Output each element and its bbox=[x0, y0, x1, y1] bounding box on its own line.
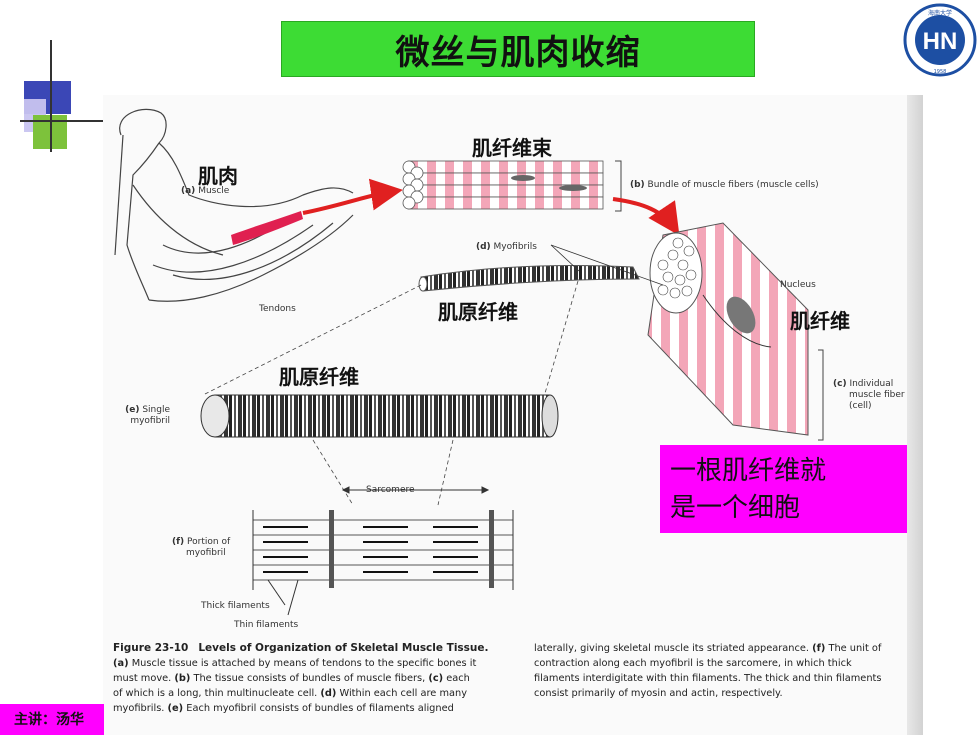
muscle-illustration bbox=[114, 108, 824, 616]
caption-right-line-1: laterally, giving skeletal muscle its st… bbox=[534, 643, 882, 654]
filament-portion-drawing bbox=[252, 510, 514, 616]
label-thick-filaments: Thick filaments bbox=[201, 601, 270, 611]
caption-heading: Figure 23-10 Levels of Organization of S… bbox=[113, 642, 489, 654]
arrow-muscle-to-bundle bbox=[302, 178, 403, 215]
caption-right: laterally, giving skeletal muscle its st… bbox=[534, 641, 904, 701]
label-e-myofibril: (e) Single myofibril bbox=[125, 405, 170, 426]
label-b-bundle: (b) Bundle of muscle fibers (muscle cell… bbox=[630, 180, 819, 190]
caption-left-line-1: (a) Muscle tissue is attached by means o… bbox=[113, 658, 477, 669]
university-logo: HN 海南大学 1958 bbox=[903, 3, 977, 77]
myofibril-e-drawing bbox=[200, 394, 559, 438]
callout-line-1: 一根肌纤维就 bbox=[670, 456, 827, 486]
muscle-highlight bbox=[231, 211, 303, 245]
fiber-bundle-drawing bbox=[402, 160, 622, 212]
label-fiber-bundle-cn: 肌纤维束 bbox=[472, 136, 552, 160]
decor-vertical-line bbox=[50, 40, 52, 152]
callout-box: 一根肌纤维就 是一个细胞 bbox=[660, 445, 907, 533]
label-muscle-cn: 肌肉 bbox=[198, 164, 238, 188]
caption-left-line-2: must move. (b) The tissue consists of bu… bbox=[113, 673, 470, 684]
caption-left-line-4: myofibrils. (e) Each myofibril consists … bbox=[113, 703, 454, 714]
arrow-bundle-to-fiber bbox=[612, 197, 680, 236]
label-d-myofibrils: (d) Myofibrils bbox=[476, 242, 537, 252]
sarcomere-arrow bbox=[341, 486, 490, 494]
logo-initials: HN bbox=[923, 28, 958, 55]
figure-page-edge bbox=[907, 95, 923, 735]
label-myofibril-upper-cn: 肌原纤维 bbox=[438, 300, 518, 324]
caption-right-line-3: filaments interdigitate with thin filame… bbox=[534, 673, 882, 684]
muscle-fiber-drawing bbox=[647, 222, 824, 441]
label-thin-filaments: Thin filaments bbox=[234, 620, 299, 630]
caption-left: Figure 23-10 Levels of Organization of S… bbox=[113, 641, 513, 716]
label-sarcomere: Sarcomere bbox=[366, 485, 415, 495]
decor-horizontal-line bbox=[20, 120, 106, 122]
caption-right-line-2: contraction along each myofibril is the … bbox=[534, 658, 852, 669]
caption-right-line-4: consist primarily of myosin and actin, r… bbox=[534, 688, 783, 699]
label-muscle-fiber-cn: 肌纤维 bbox=[790, 309, 850, 333]
label-nucleus: Nucleus bbox=[780, 280, 816, 290]
arm-drawing bbox=[114, 108, 354, 302]
lecturer-tag: 主讲：汤华 bbox=[0, 704, 104, 735]
logo-ring-text: 海南大学 bbox=[928, 9, 952, 17]
label-myofibril-lower-cn: 肌原纤维 bbox=[279, 365, 359, 389]
slide-title: 微丝与肌肉收缩 bbox=[281, 21, 755, 77]
callout-line-2: 是一个细胞 bbox=[670, 493, 801, 523]
label-c-fiber: (c) Individual muscle fiber (cell) bbox=[833, 379, 905, 411]
myofibril-d-drawing bbox=[418, 244, 664, 292]
caption-left-line-3: of which is a long, thin multinucleate c… bbox=[113, 688, 468, 699]
logo-year: 1958 bbox=[934, 69, 947, 75]
projection-lines bbox=[202, 280, 579, 506]
label-f-portion: (f) Portion of myofibril bbox=[172, 537, 231, 558]
label-tendons: Tendons bbox=[259, 304, 296, 314]
label-a-muscle: (a) Muscle bbox=[181, 186, 230, 196]
